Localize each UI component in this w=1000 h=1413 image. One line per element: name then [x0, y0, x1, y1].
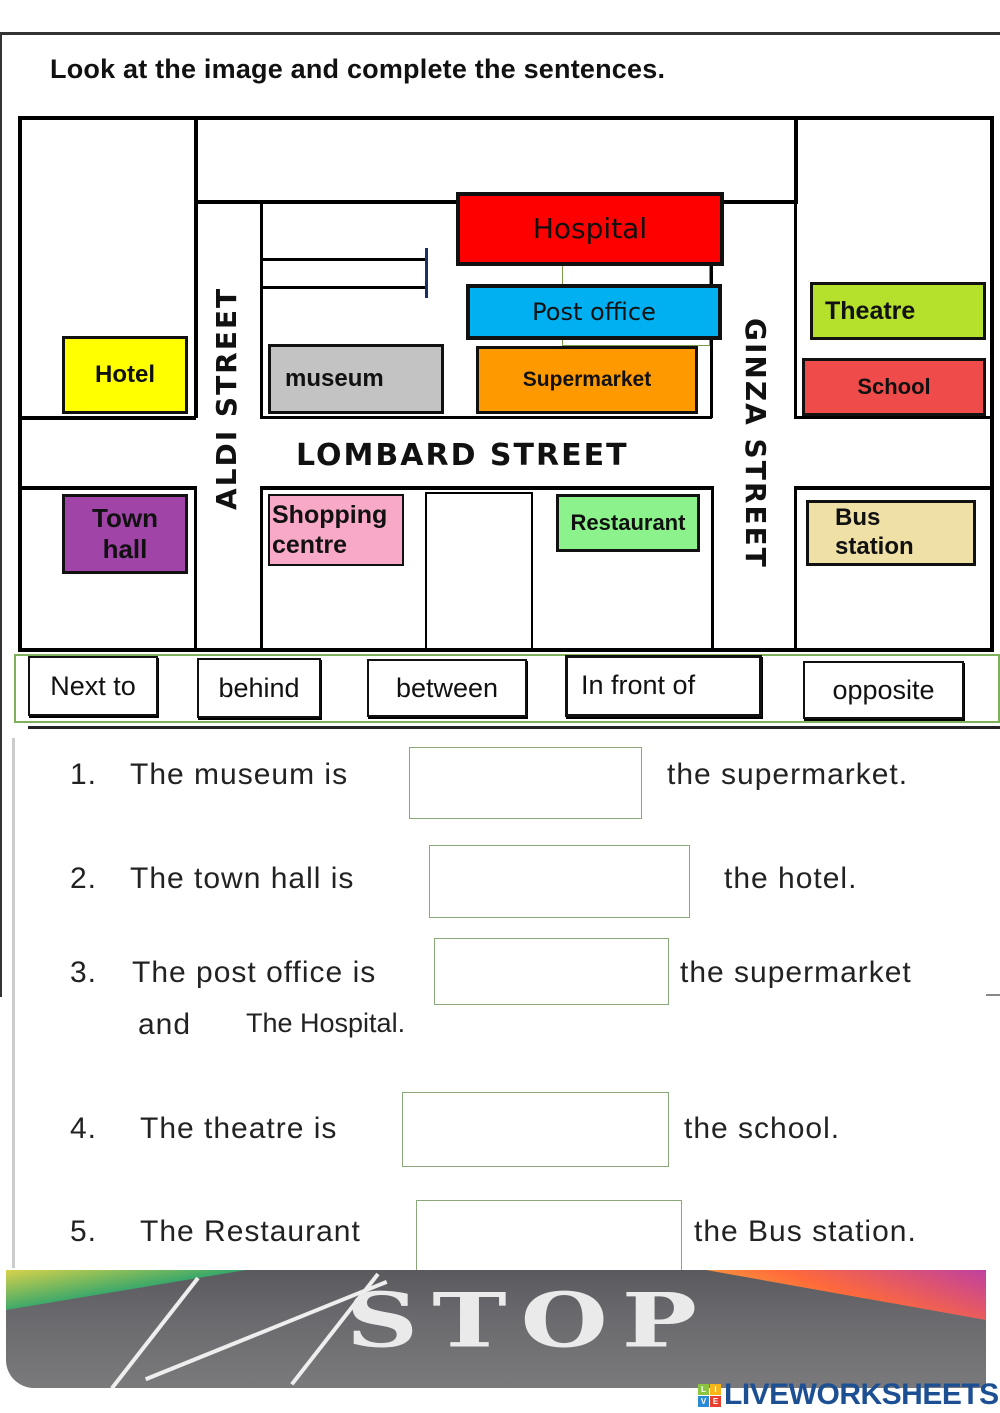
map-line: [794, 486, 797, 652]
word-bank: [14, 654, 1000, 723]
question-text-after: the supermarket.: [667, 758, 909, 791]
word-in-front-of[interactable]: In front of: [565, 655, 762, 717]
road-line: [110, 1276, 200, 1388]
question-text-before: The Restaurant: [140, 1215, 361, 1248]
map-line: [531, 492, 533, 652]
question-number: 2.: [70, 862, 98, 895]
word-next-to[interactable]: Next to: [28, 656, 158, 716]
question-text-after: the hotel.: [724, 862, 858, 895]
school-building: School: [802, 358, 986, 416]
map-line: [260, 204, 263, 418]
map-line: [425, 492, 427, 652]
map-line: [260, 286, 426, 289]
question-number: 3.: [70, 956, 98, 989]
rainbow-stripe-right: [706, 1270, 986, 1320]
question-text-before: The town hall is: [130, 862, 355, 895]
map-line: [22, 486, 196, 490]
question-text-after: the Bus station.: [694, 1215, 917, 1248]
answer-box-2[interactable]: [429, 845, 693, 919]
answer-input-1[interactable]: [410, 748, 645, 820]
theatre-building: Theatre: [810, 282, 986, 340]
hospital-building: Hospital: [456, 192, 724, 266]
logo-text: LIVEWORKSHEETS: [724, 1378, 999, 1411]
top-divider: [0, 32, 1000, 35]
answer-box-5[interactable]: [416, 1200, 685, 1276]
stop-road-text: STOP: [346, 1276, 711, 1365]
question-number: 4.: [70, 1112, 98, 1145]
logo-tiles-icon: L I V E: [698, 1383, 721, 1407]
question-text-after: the school.: [684, 1112, 841, 1145]
word-behind[interactable]: behind: [197, 658, 321, 718]
supermarket-building: Supermarket: [476, 346, 698, 414]
ginza-street-label: GINZA STREET: [739, 318, 772, 569]
hotel-building: Hotel: [62, 336, 188, 414]
stop-road-photo: STOP: [6, 1270, 986, 1388]
question-text-and: and: [138, 1008, 192, 1041]
street-map: Hospital Post office Supermarket museum …: [18, 116, 994, 652]
answer-box-4[interactable]: [402, 1092, 672, 1168]
question-number: 5.: [70, 1215, 98, 1248]
map-line: [260, 486, 714, 490]
map-line: [794, 486, 994, 490]
map-line: [425, 492, 533, 494]
word-opposite[interactable]: opposite: [803, 661, 964, 719]
map-line: [711, 486, 714, 652]
restaurant-building: Restaurant: [556, 494, 700, 552]
map-line: [194, 120, 198, 418]
left-border: [0, 32, 2, 997]
museum-building: museum: [268, 344, 444, 414]
map-line: [425, 248, 428, 298]
map-line: [794, 204, 797, 418]
question-text-before: The theatre is: [140, 1112, 338, 1145]
question-number: 1.: [70, 758, 98, 791]
map-line: [794, 120, 798, 204]
question-text-continuation: The Hospital.: [246, 1008, 406, 1038]
map-line: [260, 258, 426, 261]
word-bank-divider: [28, 726, 1000, 729]
edge-mark: [986, 994, 1000, 996]
answer-input-3[interactable]: [435, 939, 672, 1006]
answer-input-5[interactable]: [417, 1201, 685, 1276]
word-between[interactable]: between: [367, 659, 527, 717]
post-office-building: Post office: [466, 284, 722, 340]
map-line: [22, 416, 196, 420]
aldi-street-label: ALDI STREET: [210, 286, 243, 510]
answer-input-4[interactable]: [403, 1093, 672, 1168]
map-line: [194, 486, 197, 652]
answer-box-3[interactable]: [434, 938, 672, 1006]
answer-box-1[interactable]: [409, 747, 645, 820]
instructions-title: Look at the image and complete the sente…: [50, 54, 666, 84]
map-line: [260, 486, 263, 652]
question-text-before: The post office is: [132, 956, 377, 989]
question-text-before: The museum is: [130, 758, 349, 791]
questions-left-border: [12, 738, 15, 1268]
map-line: [794, 416, 994, 419]
lombard-street-label: LOMBARD STREET: [296, 438, 629, 473]
liveworksheets-logo: L I V E LIVEWORKSHEETS: [698, 1378, 999, 1412]
rainbow-stripe-left: [6, 1270, 246, 1310]
map-line: [260, 416, 712, 419]
answer-input-2[interactable]: [430, 846, 693, 919]
question-text-after: the supermarket: [680, 956, 912, 989]
